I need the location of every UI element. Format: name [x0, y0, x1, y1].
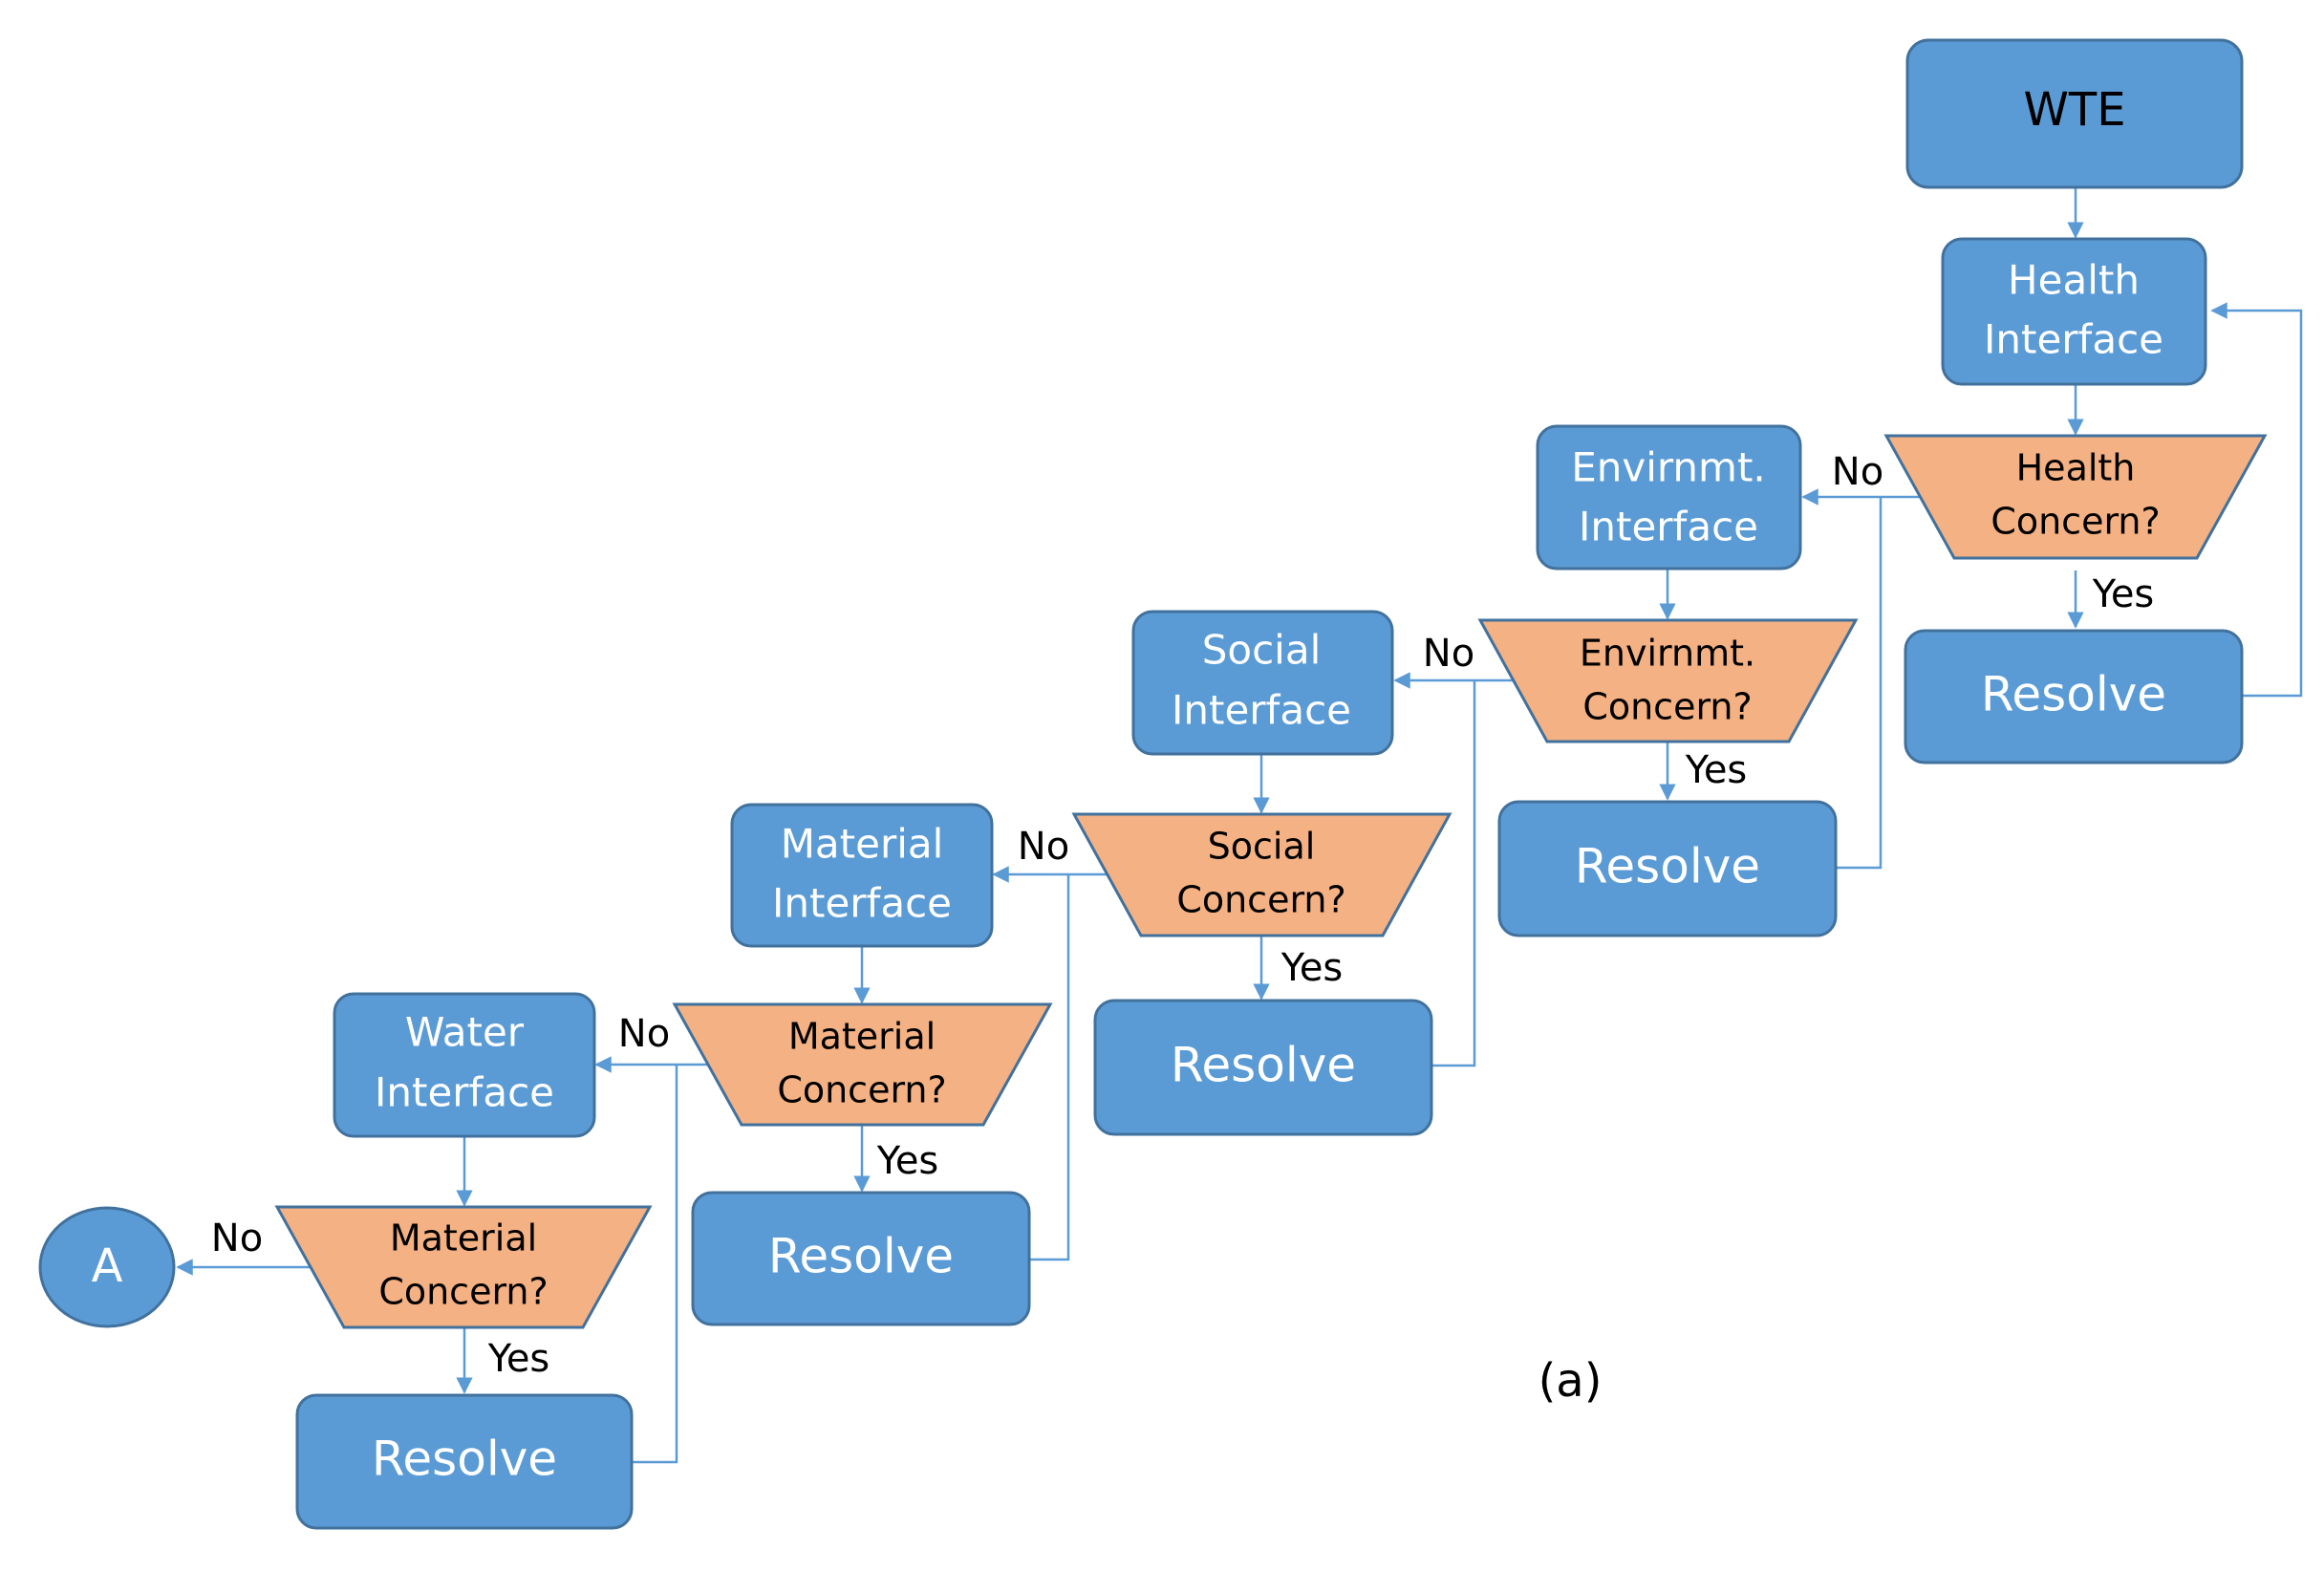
envirnmt-resolve-label: Resolve [1575, 839, 1760, 894]
social-no-label: No [1018, 825, 1069, 869]
arrow-water-resolve-loop [633, 1065, 678, 1464]
material-resolve-box: Resolve [691, 1191, 1031, 1326]
health-interface-box: Health Interface [1941, 237, 2207, 386]
water-interface-line2: Interface [375, 1069, 554, 1116]
health-interface-line2: Interface [1984, 316, 2163, 363]
material-concern-line2: Concern? [777, 1069, 946, 1111]
material-interface-box: Material Interface [730, 803, 994, 948]
water-concern-line2: Concern? [378, 1271, 548, 1313]
water-interface-line1: Water [405, 1009, 525, 1056]
social-interface-box: Social Interface [1131, 610, 1394, 756]
material-yes-label: Yes [876, 1139, 939, 1183]
envirnmt-concern-decision: Envirnmt. Concern? [1477, 618, 1859, 743]
envirnmt-interface-line2: Interface [1579, 504, 1758, 550]
social-concern-line2: Concern? [1176, 879, 1345, 921]
health-concern-line2: Concern? [1990, 501, 2160, 543]
social-yes-label: Yes [1280, 946, 1344, 990]
envirnmt-concern-line1: Envirnmt. [1580, 633, 1755, 675]
arrow-material-resolve-loop [1030, 874, 1070, 1261]
health-no-label: No [1832, 450, 1883, 494]
envirnmt-yes-label: Yes [1685, 748, 1748, 792]
material-concern-decision: Material Concern? [672, 1002, 1053, 1127]
material-resolve-label: Resolve [768, 1229, 954, 1284]
water-resolve-label: Resolve [372, 1432, 557, 1487]
social-interface-line2: Interface [1172, 687, 1351, 734]
connectors [176, 187, 2303, 1464]
social-resolve-label: Resolve [1171, 1038, 1356, 1093]
figure-caption: (a) [1539, 1354, 1603, 1408]
arrow-social-resolve-loop [1432, 680, 1476, 1067]
envirnmt-no-label: No [1423, 632, 1474, 676]
water-concern-line1: Material [390, 1217, 537, 1260]
water-resolve-box: Resolve [295, 1393, 634, 1530]
health-resolve-box: Resolve [1904, 629, 2244, 764]
social-interface-line1: Social [1202, 627, 1322, 674]
material-no-label: No [618, 1012, 670, 1056]
material-interface-line2: Interface [772, 880, 952, 927]
social-resolve-box: Resolve [1093, 999, 1433, 1136]
water-yes-label: Yes [487, 1337, 550, 1381]
health-concern-decision: Health Concern? [1883, 434, 2268, 560]
envirnmt-interface-line1: Envirnmt. [1571, 444, 1766, 491]
health-yes-label: Yes [2092, 572, 2155, 616]
health-resolve-label: Resolve [1981, 667, 2166, 722]
off-page-connector-a: A [38, 1206, 176, 1328]
water-interface-box: Water Interface [333, 992, 596, 1138]
health-interface-line1: Health [2008, 257, 2140, 304]
connector-a-label: A [92, 1239, 123, 1293]
material-interface-line1: Material [781, 821, 944, 868]
water-no-label: No [211, 1217, 263, 1260]
arrow-health-resolve-loop [2210, 302, 2303, 698]
start-node: WTE [1905, 38, 2244, 189]
water-concern-decision: Material Concern? [274, 1205, 653, 1329]
start-label: WTE [2023, 83, 2125, 137]
envirnmt-concern-line2: Concern? [1582, 686, 1752, 728]
social-concern-line1: Social [1208, 826, 1316, 868]
material-concern-line1: Material [788, 1016, 936, 1058]
social-concern-decision: Social Concern? [1071, 812, 1452, 937]
envirnmt-interface-box: Envirnmt. Interface [1536, 424, 1802, 571]
arrow-envirnmt-resolve-loop [1837, 497, 1883, 870]
health-concern-line1: Health [2016, 447, 2136, 489]
envirnmt-resolve-box: Resolve [1497, 800, 1838, 937]
